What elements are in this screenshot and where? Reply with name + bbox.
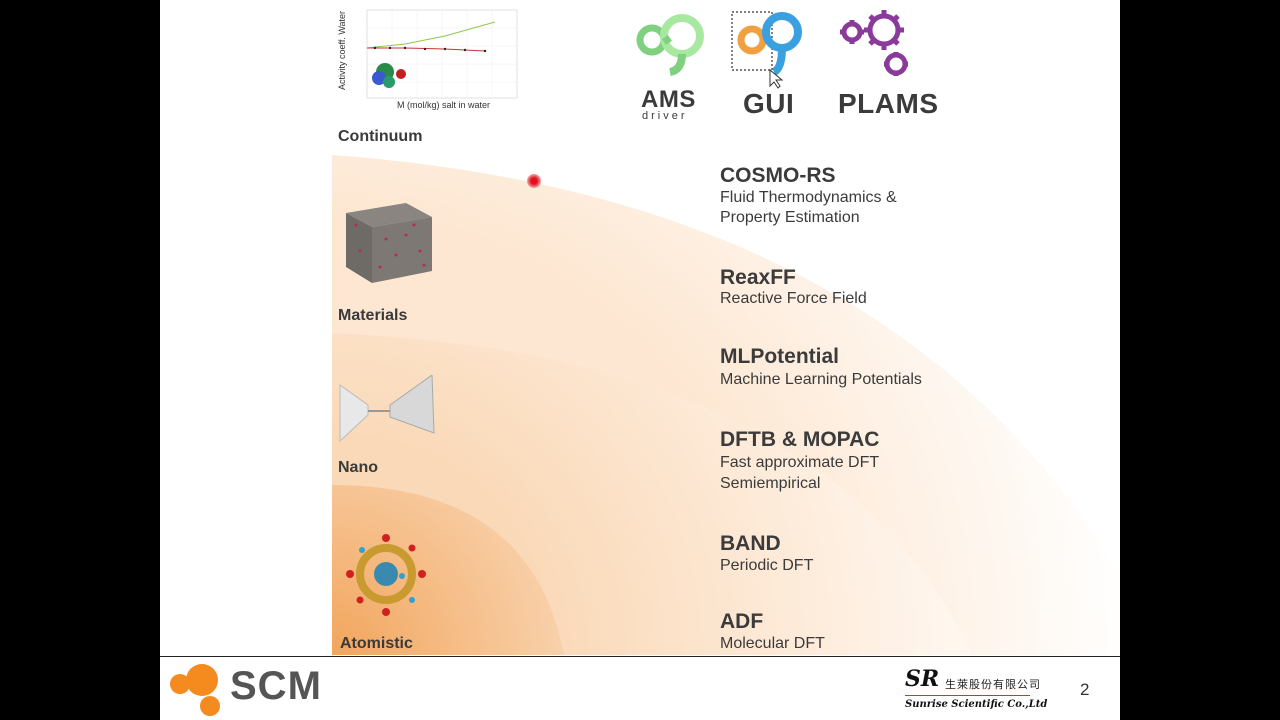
activity-chart-svg bbox=[366, 9, 518, 99]
chart-ylabel: Activity coeff. Water bbox=[337, 10, 347, 90]
method-dftb-mopac-title: DFTB & MOPAC bbox=[720, 428, 880, 451]
level-atomistic: Atomistic bbox=[340, 635, 413, 652]
plams-gears-icon[interactable] bbox=[838, 8, 918, 80]
method-adf-title: ADF bbox=[720, 610, 764, 633]
method-band-desc-1: Periodic DFT bbox=[720, 557, 814, 574]
scale-bands-svg bbox=[332, 155, 1120, 655]
method-reaxff-desc-1: Reactive Force Field bbox=[720, 290, 867, 307]
ams-label: AMS bbox=[641, 86, 696, 113]
ams-sub-label: driver bbox=[642, 110, 688, 122]
laser-pointer-dot bbox=[527, 174, 541, 188]
method-cosmo-rs-desc-1: Fluid Thermodynamics & bbox=[720, 189, 897, 206]
method-dftb-mopac-desc-1: Fast approximate DFT bbox=[720, 454, 880, 471]
gears-icon bbox=[840, 10, 908, 76]
method-mlpotential-desc-1: Machine Learning Potentials bbox=[720, 371, 922, 388]
band-atomistic bbox=[332, 485, 564, 655]
scm-dots-icon bbox=[170, 664, 220, 716]
sr-logo-rule bbox=[905, 695, 1030, 696]
level-materials: Materials bbox=[338, 307, 408, 324]
gui-icon[interactable] bbox=[730, 8, 820, 90]
nano-contact-image bbox=[338, 374, 438, 445]
plams-label: PLAMS bbox=[838, 88, 939, 119]
sr-logo: SR bbox=[905, 666, 940, 692]
page-number: 2 bbox=[1080, 680, 1090, 699]
scm-logo-icon bbox=[166, 662, 226, 718]
method-cosmo-rs-desc-2: Property Estimation bbox=[720, 209, 860, 226]
method-dftb-mopac-desc-2: Semiempirical bbox=[720, 475, 821, 492]
level-continuum: Continuum bbox=[338, 128, 423, 145]
nano-svg bbox=[339, 374, 435, 443]
scm-logo-text: SCM bbox=[230, 664, 322, 708]
method-band-title: BAND bbox=[720, 532, 781, 555]
sr-chinese-name: 生萊股份有限公司 bbox=[945, 679, 1041, 691]
gui-label: GUI bbox=[743, 88, 795, 119]
footer-divider bbox=[160, 656, 1120, 657]
molecule-svg bbox=[346, 534, 426, 616]
atomistic-molecule-image bbox=[342, 532, 432, 618]
ams-driver-icon[interactable] bbox=[630, 10, 710, 80]
activity-chart: Activity coeff. Water M (mol/kg) salt in… bbox=[337, 8, 520, 110]
sr-english-name: Sunrise Scientific Co.,Ltd bbox=[905, 699, 1048, 710]
chart-xlabel: M (mol/kg) salt in water bbox=[397, 100, 491, 110]
slide: Activity coeff. Water M (mol/kg) salt in… bbox=[160, 0, 1120, 720]
method-cosmo-rs-title: COSMO-RS bbox=[720, 164, 836, 187]
cube-svg bbox=[346, 203, 432, 283]
ams-swirl-icon bbox=[636, 14, 704, 76]
method-adf-desc-1: Molecular DFT bbox=[720, 635, 825, 652]
gui-swirl-icon bbox=[731, 11, 802, 89]
method-reaxff-title: ReaxFF bbox=[720, 266, 796, 289]
level-nano: Nano bbox=[338, 459, 378, 476]
materials-cube-image bbox=[336, 195, 436, 287]
method-mlpotential-title: MLPotential bbox=[720, 345, 839, 368]
scale-bands bbox=[332, 155, 1120, 655]
